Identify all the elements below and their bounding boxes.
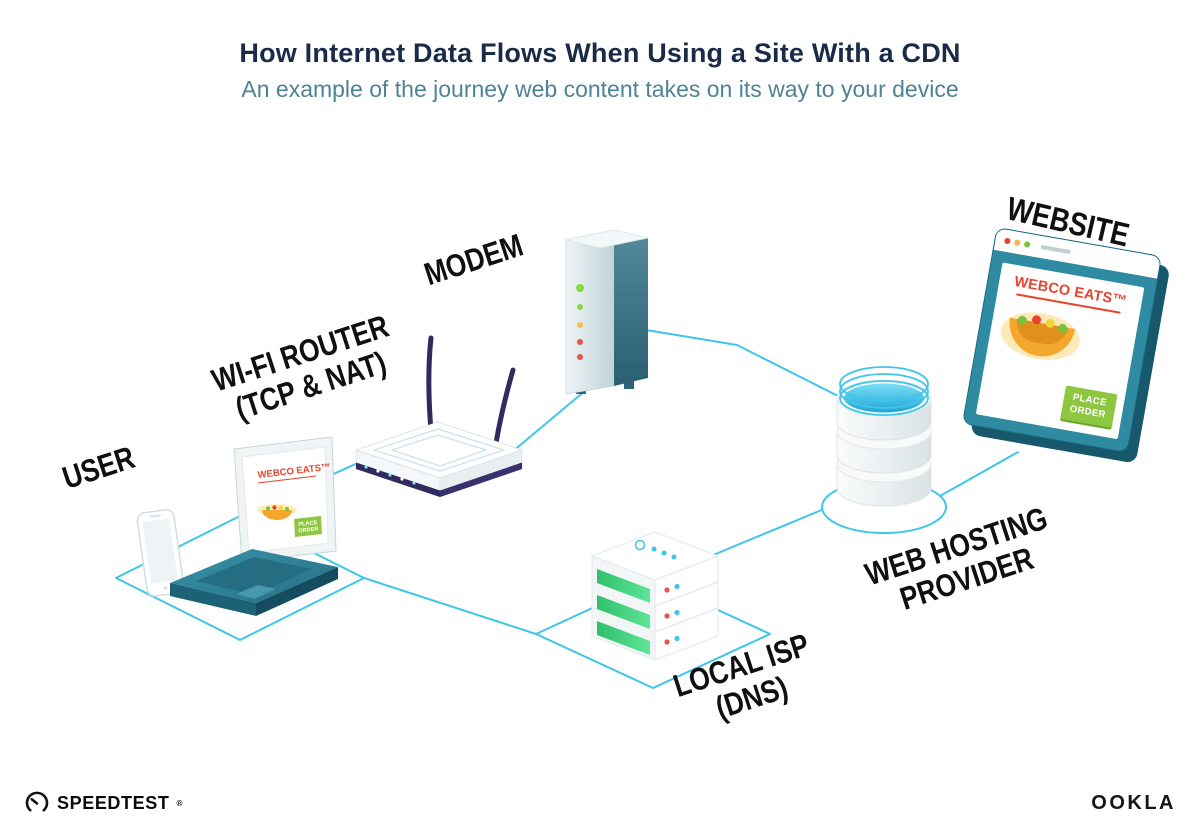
laptop-touchpad xyxy=(236,585,276,599)
line-hosting-website xyxy=(939,451,1019,497)
laptop-button-line2: ORDER xyxy=(298,526,319,534)
window-minimize-dot xyxy=(1013,239,1021,247)
address-bar xyxy=(1040,244,1071,255)
webpage-hero: PLACE ORDER xyxy=(986,299,1129,430)
laptop-screen-order-button: PLACE ORDER xyxy=(294,516,322,537)
hosting-database-illustration xyxy=(836,366,932,507)
laptop-illustration: WEBCO EATS™ PLACE ORDER xyxy=(170,436,338,616)
laptop-screen-taco xyxy=(257,504,297,520)
database-cylinder-top xyxy=(836,366,932,441)
water-fill xyxy=(844,383,924,413)
line-laptop-isp xyxy=(363,577,537,635)
router-led-lights xyxy=(364,465,416,485)
window-maximize-dot xyxy=(1023,241,1031,248)
ookla-logo: OOKLA xyxy=(1091,792,1176,814)
webpage-card: WEBCO EATS™ PLACE ORDER xyxy=(975,262,1145,440)
server-status-lights xyxy=(664,583,680,645)
website-browser-window: WEBCO EATS™ PLACE ORDER xyxy=(961,226,1171,464)
page-subtitle: An example of the journey web content ta… xyxy=(241,76,959,102)
laptop-button-line1: PLACE xyxy=(298,520,318,528)
speedtest-gauge-icon xyxy=(25,791,49,812)
server-green-panels xyxy=(597,569,650,655)
speedtest-logo: SPEEDTEST ® xyxy=(24,790,182,816)
browser-viewport: WEBCO EATS™ PLACE ORDER xyxy=(963,250,1157,452)
router-illustration xyxy=(355,335,523,498)
window-face: WEBCO EATS™ PLACE ORDER xyxy=(961,226,1163,454)
page-title: How Internet Data Flows When Using a Sit… xyxy=(239,38,961,68)
isp-server-illustration xyxy=(591,531,719,661)
speedtest-wordmark: SPEEDTEST xyxy=(57,792,170,813)
modem-led-lights xyxy=(576,284,584,360)
window-close-dot xyxy=(1003,237,1011,245)
speedtest-trademark: ® xyxy=(176,798,183,808)
phone-illustration xyxy=(136,509,185,597)
line-modem-hosting xyxy=(639,328,843,399)
place-order-button: PLACE ORDER xyxy=(1059,385,1118,428)
server-top-ports xyxy=(634,539,677,560)
modem-illustration xyxy=(565,229,649,395)
laptop-keyboard xyxy=(196,557,312,595)
